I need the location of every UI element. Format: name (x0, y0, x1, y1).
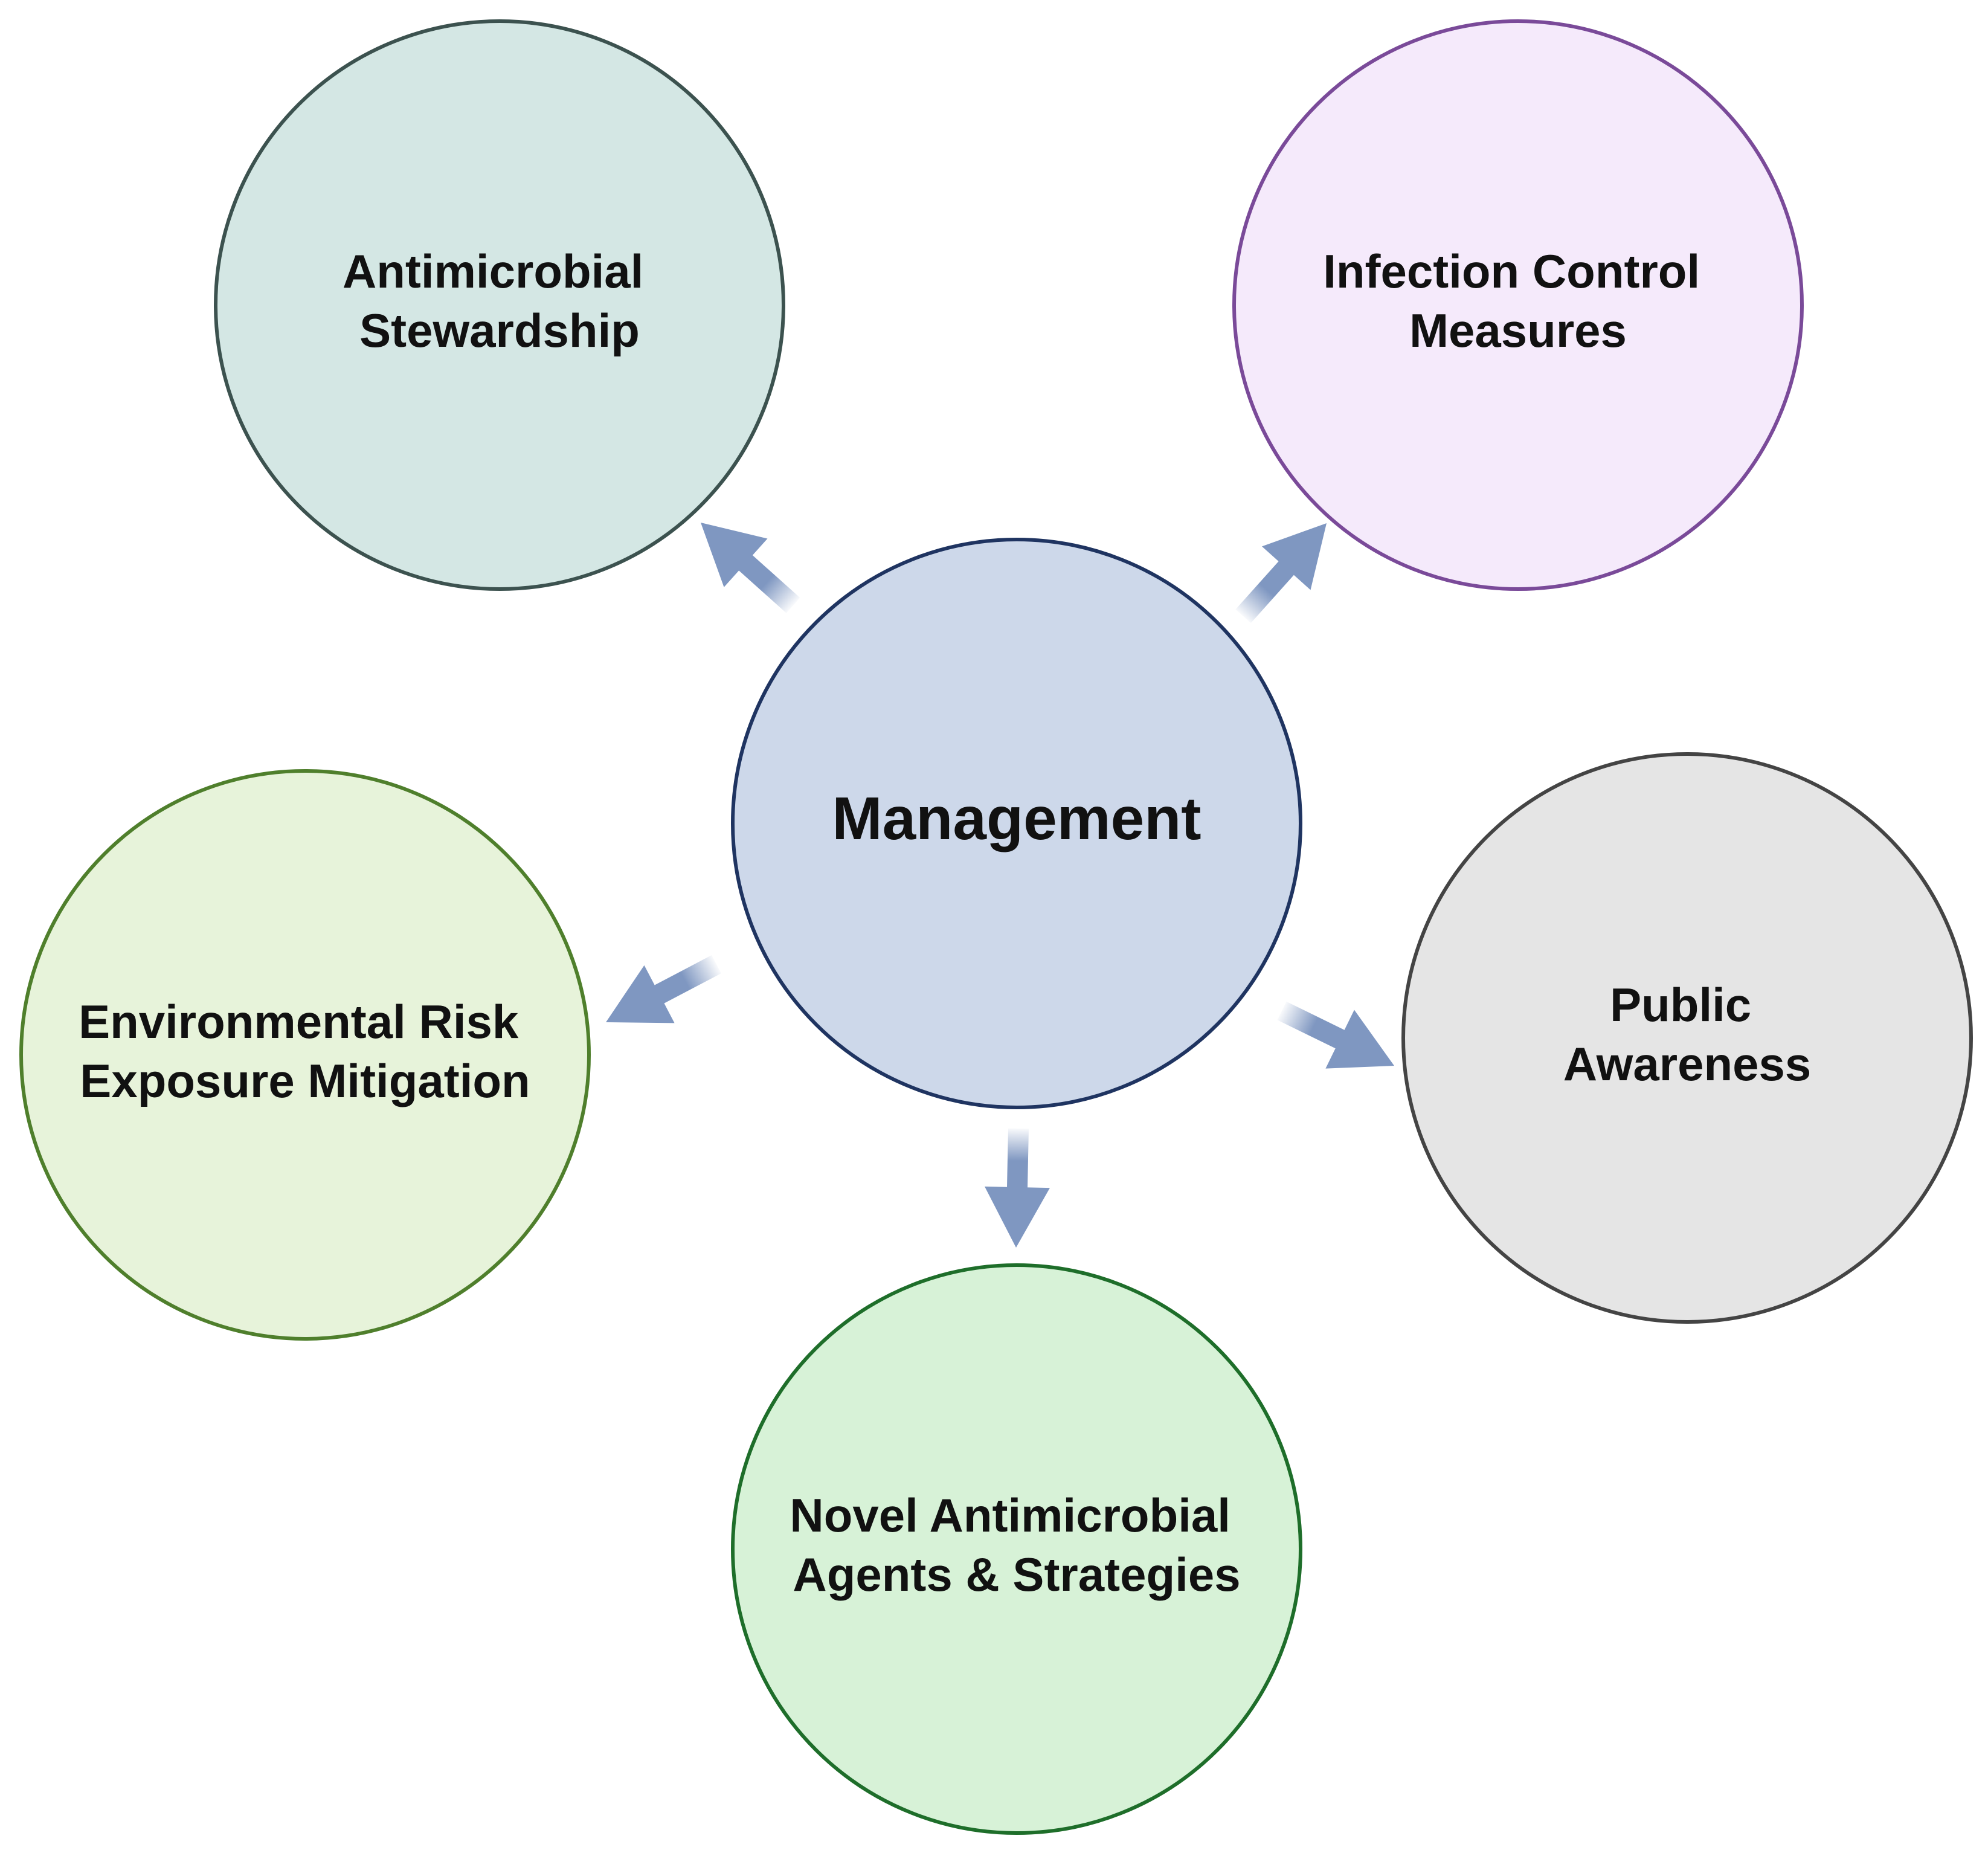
node-circle-novel-antimicrobial-agents-strategies (731, 1263, 1302, 1835)
label-line-1: Infection Control (1323, 245, 1700, 298)
node-label-infection-control-measures: Infection Control Measures (1323, 245, 1713, 357)
center-label-line-1: Management (832, 785, 1201, 852)
node-circle-public-awareness (1401, 752, 1973, 1324)
node-infection-control-measures: Infection Control Measures (1232, 19, 1804, 591)
node-environmental-risk-exposure-mitigation: Environmental Risk Exposure Mitigation (19, 769, 591, 1341)
label-line-1: Environmental Risk (79, 995, 519, 1048)
label-line-2: Awareness (1563, 1037, 1812, 1091)
arrow-to-infection-control-measures (1235, 523, 1327, 624)
center-circle (731, 538, 1302, 1109)
arrow-to-novel-antimicrobial (985, 1128, 1050, 1248)
label-line-2: Exposure Mitigation (80, 1054, 530, 1107)
node-public-awareness: Public Awareness (1401, 752, 1973, 1324)
node-antimicrobial-stewardship: Antimicrobial Stewardship (214, 19, 785, 591)
node-circle-environmental-risk-exposure-mitigation (19, 769, 591, 1341)
node-label-environmental-risk-exposure-mitigation: Environmental Risk Exposure Mitigation (79, 995, 532, 1107)
node-circle-infection-control-measures (1232, 19, 1804, 591)
label-line-2: Stewardship (359, 304, 640, 357)
node-circle-antimicrobial-stewardship (214, 19, 785, 591)
arrow-to-antimicrobial-stewardship (701, 523, 800, 613)
label-line-1: Novel Antimicrobial (790, 1489, 1230, 1542)
center-node-management: Management (731, 538, 1302, 1109)
arrow-to-public-awareness (1277, 1001, 1394, 1069)
label-line-2: Measures (1409, 304, 1627, 357)
center-label: Management (832, 785, 1201, 852)
node-label-public-awareness: Public Awareness (1563, 978, 1812, 1091)
node-novel-antimicrobial-agents-strategies: Novel Antimicrobial Agents & Strategies (731, 1263, 1302, 1835)
label-line-1: Antimicrobial (343, 245, 643, 298)
label-line-2: Agents & Strategies (793, 1548, 1240, 1601)
node-label-novel-antimicrobial-agents-strategies: Novel Antimicrobial Agents & Strategies (790, 1489, 1243, 1601)
label-line-1: Public (1610, 978, 1751, 1031)
arrow-to-environmental-risk (606, 955, 721, 1023)
node-label-antimicrobial-stewardship: Antimicrobial Stewardship (343, 245, 657, 357)
arrows-layer (606, 523, 1394, 1248)
